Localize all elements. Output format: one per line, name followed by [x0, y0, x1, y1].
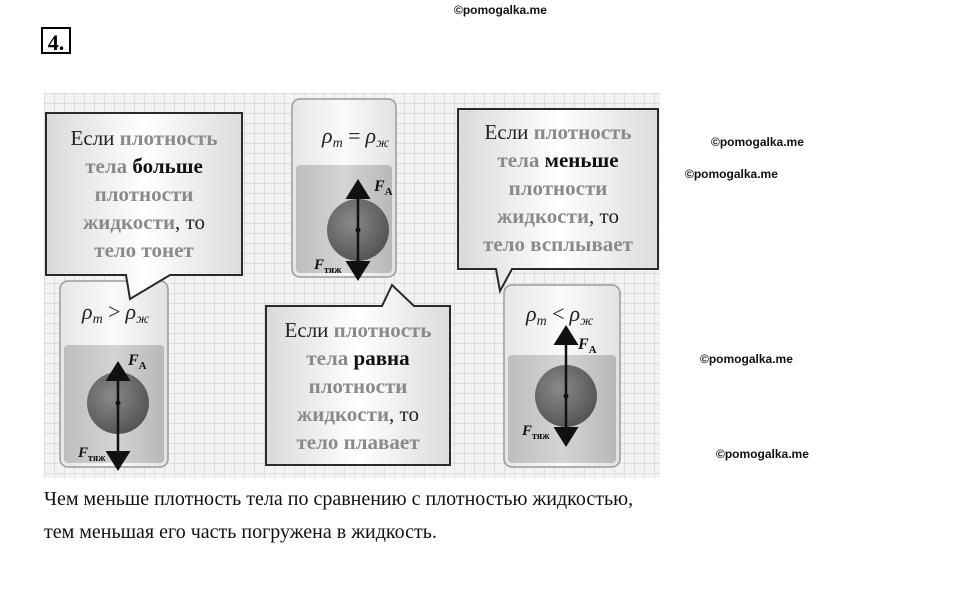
svg-text:жидкости, то: жидкости, то [297, 402, 419, 426]
callout-equal: Если плотность тела равна плотности жидк… [265, 283, 451, 466]
gravity-force-label: Fтяж [77, 445, 106, 464]
svg-text:тела равна: тела равна [306, 346, 410, 370]
beaker-rising: ρт<ρж FA Fтяж [503, 284, 621, 468]
watermark: ©pomogalka.me [454, 3, 547, 17]
beaker-sinking: ρт>ρж FA Fтяж [59, 280, 169, 471]
svg-text:тела больше: тела больше [85, 154, 203, 178]
callout-less: Если плотность тела меньше плотности жид… [457, 108, 659, 294]
svg-text:плотности: плотности [509, 176, 608, 200]
callout-more: Если плотность тела больше плотности жид… [45, 112, 243, 301]
watermark: ©pomogalka.me [700, 352, 793, 366]
caption-line-2: тем меньшая его часть погружена в жидкос… [44, 521, 437, 543]
archimedes-force-label: FA [577, 336, 597, 356]
svg-text:тела меньше: тела меньше [497, 148, 618, 172]
watermark: ©pomogalka.me [685, 167, 778, 181]
svg-text:Если плотность: Если плотность [71, 126, 218, 150]
archimedes-force-label: FA [127, 352, 147, 372]
watermark: ©pomogalka.me [716, 447, 809, 461]
svg-text:жидкости, то: жидкости, то [497, 204, 619, 228]
svg-text:плотности: плотности [95, 182, 194, 206]
svg-text:тело плавает: тело плавает [296, 430, 420, 454]
svg-text:Если плотность: Если плотность [285, 318, 432, 342]
gravity-force-label: Fтяж [313, 257, 342, 276]
density-relation: ρт<ρж [525, 301, 593, 329]
beaker-floating: ρт=ρж FA Fтяж [291, 98, 397, 281]
density-relation: ρт>ρж [81, 299, 149, 327]
gravity-force-label: Fтяж [521, 423, 550, 442]
watermark: ©pomogalka.me [711, 135, 804, 149]
svg-text:жидкости, то: жидкости, то [83, 210, 205, 234]
svg-text:тело всплывает: тело всплывает [483, 232, 634, 256]
task-number: 4. [41, 27, 71, 55]
buoyancy-diagram: ρт>ρж FA Fтяж Если плотность тела больше… [44, 93, 660, 478]
svg-text:Если плотность: Если плотность [485, 120, 632, 144]
svg-text:тело тонет: тело тонет [94, 238, 194, 262]
caption-line-1: Чем меньше плотность тела по сравнению с… [44, 488, 634, 510]
density-relation: ρт=ρж [321, 123, 389, 151]
svg-text:плотности: плотности [309, 374, 408, 398]
archimedes-force-label: FA [373, 178, 393, 198]
